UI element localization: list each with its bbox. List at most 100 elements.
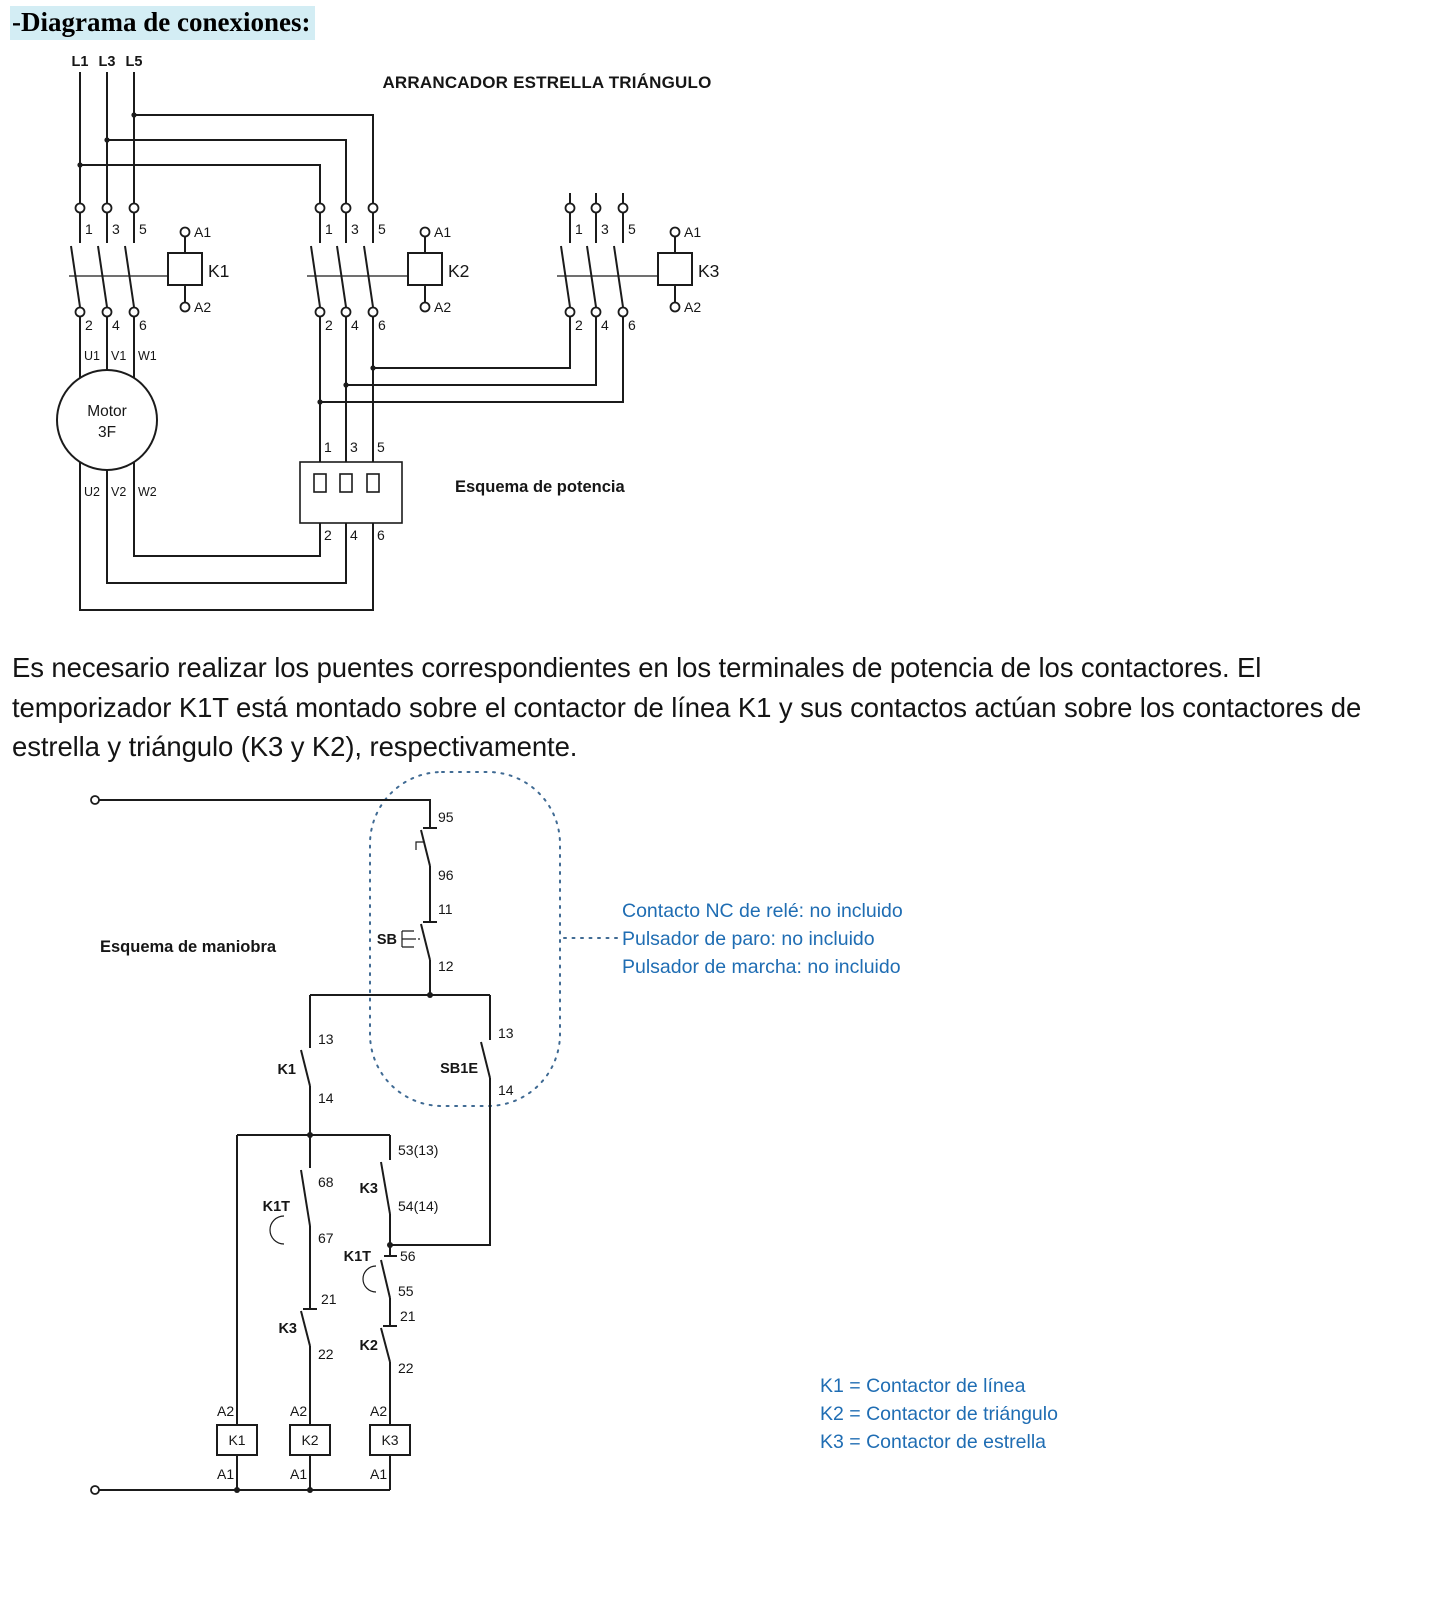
terminal-label: 5 xyxy=(139,221,147,237)
terminal-label: 2 xyxy=(85,317,93,333)
bottom-rail xyxy=(90,1485,390,1495)
k2-poles: 1 3 5 2 4 6 xyxy=(307,202,408,333)
thermal-relay: 1 3 5 2 4 6 xyxy=(299,439,403,543)
terminal-label: 95 xyxy=(438,809,454,825)
coil-terminal-label: A1 xyxy=(194,224,211,240)
k3-coil: A1 K3 A2 xyxy=(657,224,719,315)
device-label: K1 xyxy=(277,1062,296,1078)
legend-line: K3 = Contactor de estrella xyxy=(820,1431,1046,1453)
terminal-label: 5 xyxy=(378,221,386,237)
terminal-label: 14 xyxy=(498,1082,514,1098)
contactor-k1-power: 1 3 5 2 4 6 A1 K1 A2 xyxy=(69,202,229,333)
control-caption: Esquema de maniobra xyxy=(100,938,277,956)
terminal-label: 55 xyxy=(398,1283,414,1299)
k2-coil: A1 K2 A2 xyxy=(407,224,469,315)
terminal-label: 3 xyxy=(350,439,358,455)
terminal-label: 22 xyxy=(398,1360,414,1376)
terminal-label: 1 xyxy=(324,439,332,455)
coil-k2: A2 K2 A1 xyxy=(289,1403,331,1490)
thermal-element xyxy=(313,473,327,493)
terminal-label: 5 xyxy=(377,439,385,455)
coil-k3: A2 K3 A1 xyxy=(369,1403,411,1490)
not-included-outline xyxy=(369,771,561,1107)
stop-button: SB 12 xyxy=(377,921,454,995)
terminal-label: 2 xyxy=(324,527,332,543)
device-label: SB xyxy=(377,932,397,948)
coil-terminal-label: A2 xyxy=(194,299,211,315)
motor: U1 V1 W1 Motor 3F U2 V2 W2 xyxy=(56,316,158,499)
coil-terminal-label: A2 xyxy=(217,1403,234,1419)
terminal-label: 54(14) xyxy=(398,1198,438,1214)
terminal-label: 96 xyxy=(438,867,454,883)
k1t-contact-delta: 68 K1T 67 xyxy=(263,1135,334,1309)
motor-terminal-label: U2 xyxy=(84,485,100,499)
terminal-label: 1 xyxy=(575,221,583,237)
terminal-label: 21 xyxy=(321,1291,337,1307)
terminal-label: 14 xyxy=(318,1090,334,1106)
coil-terminal-label: A1 xyxy=(684,224,701,240)
device-label: SB1E xyxy=(440,1061,478,1077)
motor-terminal-label: V1 xyxy=(111,349,126,363)
line-label-l5: L5 xyxy=(126,54,143,70)
terminal-label: 67 xyxy=(318,1230,334,1246)
coil-terminal-label: A1 xyxy=(434,224,451,240)
terminal-label: 21 xyxy=(400,1308,416,1324)
terminal-label: 13 xyxy=(498,1025,514,1041)
coil-name: K3 xyxy=(381,1432,398,1448)
annotation-line: Pulsador de paro: no incluido xyxy=(622,928,875,950)
device-label: K3 xyxy=(359,1181,378,1197)
terminal-label: 68 xyxy=(318,1174,334,1190)
terminal-label: 6 xyxy=(139,317,147,333)
terminal-label: 53(13) xyxy=(398,1142,438,1158)
body-paragraph: Es necesario realizar los puentes corres… xyxy=(12,652,1362,763)
coil-terminal-label: A2 xyxy=(370,1403,387,1419)
legend-line: K1 = Contactor de línea xyxy=(820,1375,1026,1397)
start-button: 13 SB1E 14 xyxy=(390,995,514,1246)
device-label: K1T xyxy=(263,1199,291,1215)
terminal-label: 12 xyxy=(438,958,454,974)
terminal-label: 1 xyxy=(325,221,333,237)
contactor-legend: K1 = Contactor de línea K2 = Contactor d… xyxy=(820,1375,1058,1453)
coil-terminal-label: A1 xyxy=(290,1466,307,1482)
terminal-label: 2 xyxy=(325,317,333,333)
coil-terminal-label: A1 xyxy=(370,1466,387,1482)
terminal-label: 13 xyxy=(318,1031,334,1047)
page-title: -Diagrama de conexiones: xyxy=(10,6,316,40)
motor-terminal-label: W1 xyxy=(138,349,157,363)
thermal-element xyxy=(366,473,380,493)
terminal-label: 2 xyxy=(575,317,583,333)
device-label: K3 xyxy=(278,1321,297,1337)
power-caption: Esquema de potencia xyxy=(455,478,625,496)
terminal-label: 56 xyxy=(400,1248,416,1264)
device-label: K2 xyxy=(448,261,469,281)
device-label: K3 xyxy=(698,261,719,281)
motor-name: Motor xyxy=(87,403,127,420)
not-included-annotations: Contacto NC de relé: no incluido Pulsado… xyxy=(622,900,903,978)
device-label: K1T xyxy=(344,1249,372,1265)
line-label-l1: L1 xyxy=(72,54,89,70)
terminal-label: 22 xyxy=(318,1346,334,1362)
terminal-label: 4 xyxy=(112,317,120,333)
terminal-label: 4 xyxy=(601,317,609,333)
line-label-l3: L3 xyxy=(99,54,116,70)
coil-terminal-label: A2 xyxy=(684,299,701,315)
k1-aux-contact: 13 K1 14 xyxy=(277,995,334,1135)
terminal-label: 4 xyxy=(350,527,358,543)
k1t-contact-star: 56 K1T 55 xyxy=(344,1248,416,1326)
coil-k1: A2 K1 A1 xyxy=(216,1135,258,1490)
k1-poles: 1 3 5 2 4 6 xyxy=(69,202,168,333)
thermal-element xyxy=(339,473,353,493)
power-diagram-svg: ARRANCADOR ESTRELLA TRIÁNGULO L1 L3 L5 1… xyxy=(56,54,719,611)
legend-line: K2 = Contactor de triángulo xyxy=(820,1403,1058,1425)
motor-terminal-label: V2 xyxy=(111,485,126,499)
terminal-label: 11 xyxy=(438,901,453,917)
k2-coil-box xyxy=(289,1424,331,1456)
terminal-label: 3 xyxy=(112,221,120,237)
contactor-k2-power: 1 3 5 2 4 6 A1 K2 A2 xyxy=(307,202,469,333)
annotation-line: Contacto NC de relé: no incluido xyxy=(622,900,903,922)
device-label: K2 xyxy=(359,1338,378,1354)
k3-poles: 1 3 5 2 4 6 xyxy=(557,193,658,333)
terminal-label: 3 xyxy=(601,221,609,237)
coil-name: K2 xyxy=(301,1432,318,1448)
k3-nc-interlock: 21 K3 22 xyxy=(278,1291,337,1425)
